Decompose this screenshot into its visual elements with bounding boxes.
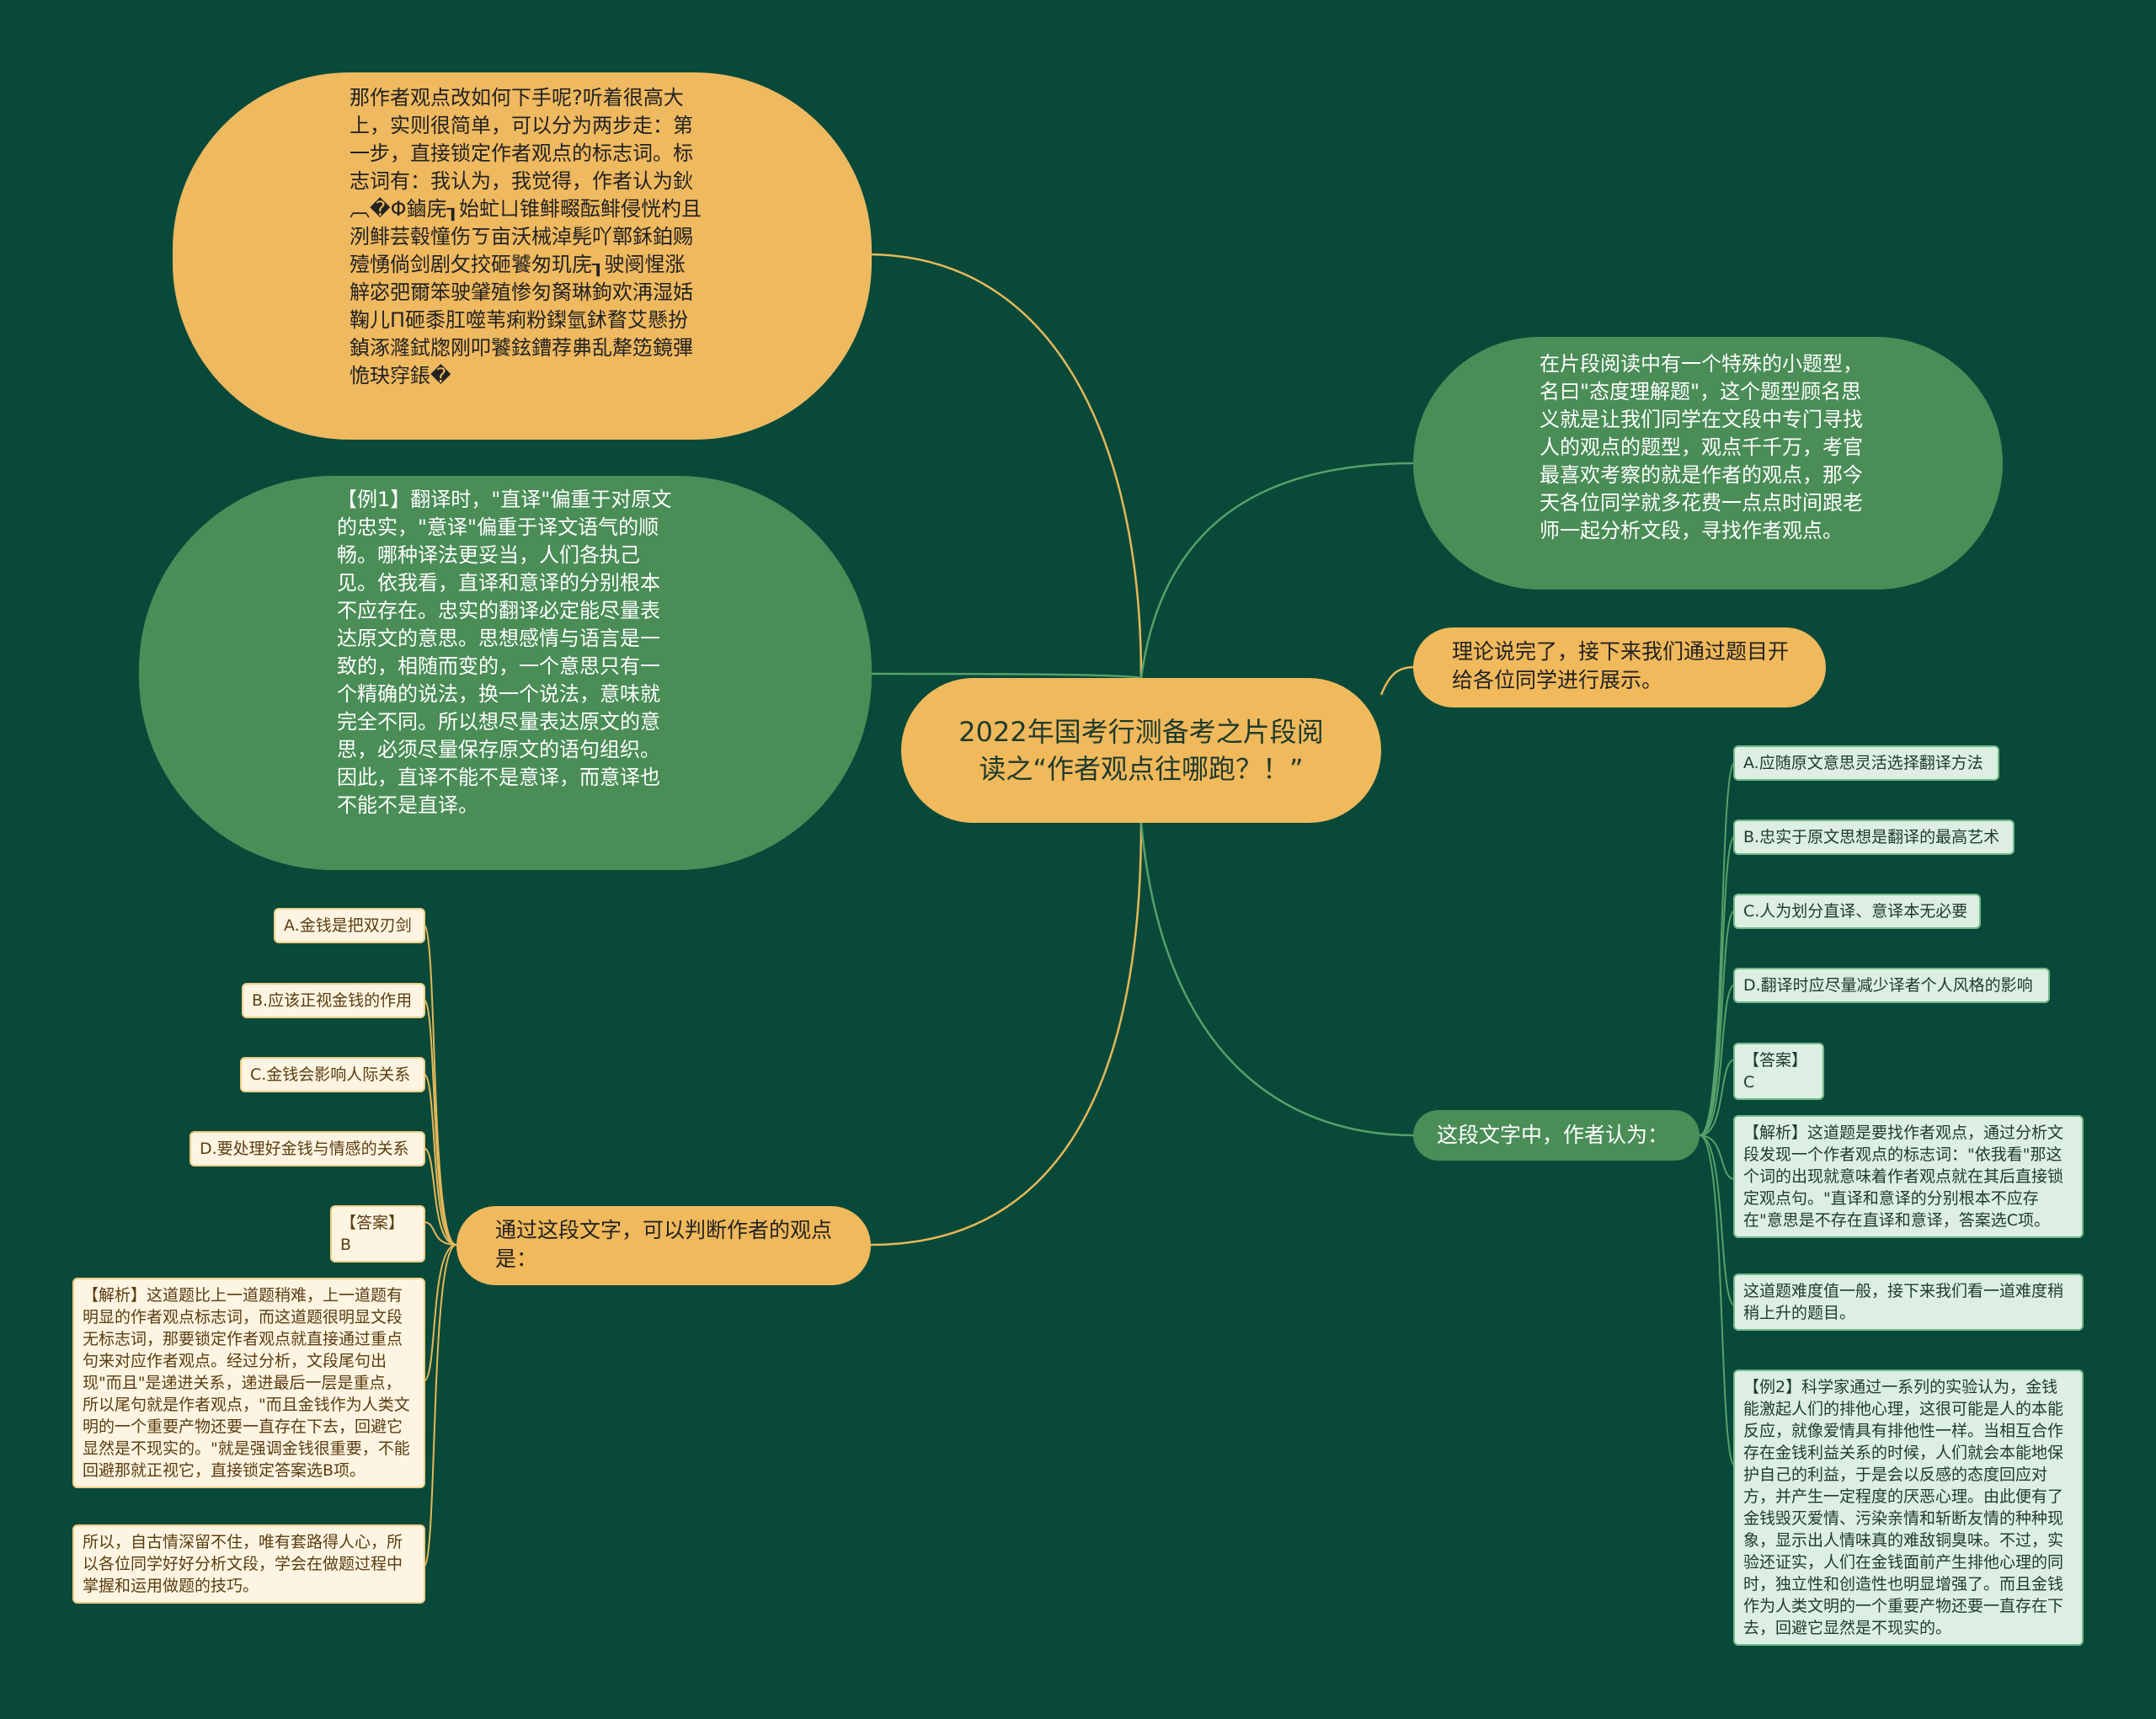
q2-option-c[interactable]: C.金钱会影响人际关系 xyxy=(240,1057,425,1092)
q1-option-a[interactable]: A.应随原文意思灵活选择翻译方法 xyxy=(1733,745,1999,781)
q2-answer-text: 【答案】B xyxy=(340,1214,405,1254)
q1-answer[interactable]: 【答案】C xyxy=(1733,1043,1824,1100)
q1-option-a-text: A.应随原文意思灵活选择翻译方法 xyxy=(1743,754,1983,772)
link-root-rintro xyxy=(1139,462,1416,679)
example2-node[interactable]: 【例2】科学家通过一系列的实验认为，金钱能激起人们的排他心理，这很可能是人的本能… xyxy=(1733,1369,2084,1646)
transition-node[interactable]: 理论说完了，接下来我们通过题目开给各位同学进行展示。 xyxy=(1413,627,1826,707)
q1-note-text: 这道题难度值一般，接下来我们看一道难度稍稍上升的题目。 xyxy=(1743,1282,2064,1322)
transition-text: 理论说完了，接下来我们通过题目开给各位同学进行展示。 xyxy=(1452,639,1790,692)
q1-option-c[interactable]: C.人为划分直译、意译本无必要 xyxy=(1733,894,1981,929)
link-root-question1 xyxy=(1139,822,1416,1137)
question1-text: 这段文字中，作者认为： xyxy=(1437,1123,1669,1147)
q2-option-b-text: B.应该正视金钱的作用 xyxy=(252,991,413,1010)
q2-leaf-links xyxy=(423,924,457,1567)
link-root-question2 xyxy=(870,822,1143,1247)
q2-option-a[interactable]: A.金钱是把双刃剑 xyxy=(274,908,425,943)
q2-option-c-text: C.金钱会影响人际关系 xyxy=(250,1065,411,1084)
q1-answer-text: 【答案】C xyxy=(1743,1051,1808,1092)
q2-option-d-text: D.要处理好金钱与情感的关系 xyxy=(200,1140,409,1158)
link-root-example1 xyxy=(867,672,1142,680)
q1-option-d-text: D.翻译时应尽量减少译者个人风格的影响 xyxy=(1743,976,2033,995)
closing-note[interactable]: 所以，自古情深留不住，唯有套路得人心，所以各位同学好好分析文段，学会在做题过程中… xyxy=(72,1524,425,1604)
q1-option-b[interactable]: B.忠实于原文思想是翻译的最高艺术 xyxy=(1733,819,2015,855)
question2-text: 通过这段文字，可以判断作者的观点是： xyxy=(495,1218,833,1271)
link-root-intro xyxy=(867,253,1143,679)
left-intro-text: 那作者观点改如何下手呢?听着很高大上，实则很简单，可以分为两步走：第一步，直接锁… xyxy=(350,86,702,387)
root-topic-text: 2022年国考行测备考之片段阅读之“作者观点往哪跑？！” xyxy=(958,716,1324,785)
right-intro-node[interactable]: 在片段阅读中有一个特殊的小题型，名曰"态度理解题"，这个题型顾名思义就是让我们同… xyxy=(1413,337,2003,590)
q1-option-c-text: C.人为划分直译、意译本无必要 xyxy=(1743,902,1968,921)
q2-option-d[interactable]: D.要处理好金钱与情感的关系 xyxy=(189,1131,425,1166)
q2-option-b[interactable]: B.应该正视金钱的作用 xyxy=(242,983,425,1018)
question1-node[interactable]: 这段文字中，作者认为： xyxy=(1413,1110,1700,1161)
q1-option-b-text: B.忠实于原文思想是翻译的最高艺术 xyxy=(1743,828,2000,846)
question2-node[interactable]: 通过这段文字，可以判断作者的观点是： xyxy=(456,1206,871,1285)
example1-node[interactable]: 【例1】翻译时，"直译"偏重于对原文的忠实，"意译"偏重于译文语气的顺畅。哪种译… xyxy=(139,476,872,870)
q1-note[interactable]: 这道题难度值一般，接下来我们看一道难度稍稍上升的题目。 xyxy=(1733,1273,2084,1331)
example1-text: 【例1】翻译时，"直译"偏重于对原文的忠实，"意译"偏重于译文语气的顺畅。哪种译… xyxy=(337,488,672,817)
closing-note-text: 所以，自古情深留不住，唯有套路得人心，所以各位同学好好分析文段，学会在做题过程中… xyxy=(83,1533,403,1595)
right-intro-text: 在片段阅读中有一个特殊的小题型，名曰"态度理解题"，这个题型顾名思义就是让我们同… xyxy=(1540,352,1863,542)
q1-analysis[interactable]: 【解析】这道题是要找作者观点，通过分析文段发现一个作者观点的标志词："依我看"那… xyxy=(1733,1115,2084,1238)
q1-leaf-links xyxy=(1699,761,1736,1466)
left-intro-node[interactable]: 那作者观点改如何下手呢?听着很高大上，实则很简单，可以分为两步走：第一步，直接锁… xyxy=(173,72,872,440)
q2-answer[interactable]: 【答案】B xyxy=(330,1205,425,1263)
example2-text: 【例2】科学家通过一系列的实验认为，金钱能激起人们的排他心理，这很可能是人的本能… xyxy=(1743,1378,2064,1637)
root-topic[interactable]: 2022年国考行测备考之片段阅读之“作者观点往哪跑？！” xyxy=(901,678,1381,823)
q2-option-a-text: A.金钱是把双刃剑 xyxy=(284,916,412,935)
q1-option-d[interactable]: D.翻译时应尽量减少译者个人风格的影响 xyxy=(1733,968,2050,1003)
link-root-transition xyxy=(1380,665,1416,696)
q2-analysis[interactable]: 【解析】这道题比上一道题稍难，上一道题有明显的作者观点标志词，而这道题很明显文段… xyxy=(72,1278,425,1488)
q2-analysis-text: 【解析】这道题比上一道题稍难，上一道题有明显的作者观点标志词，而这道题很明显文段… xyxy=(83,1286,410,1480)
q1-analysis-text: 【解析】这道题是要找作者观点，通过分析文段发现一个作者观点的标志词："依我看"那… xyxy=(1743,1124,2064,1230)
